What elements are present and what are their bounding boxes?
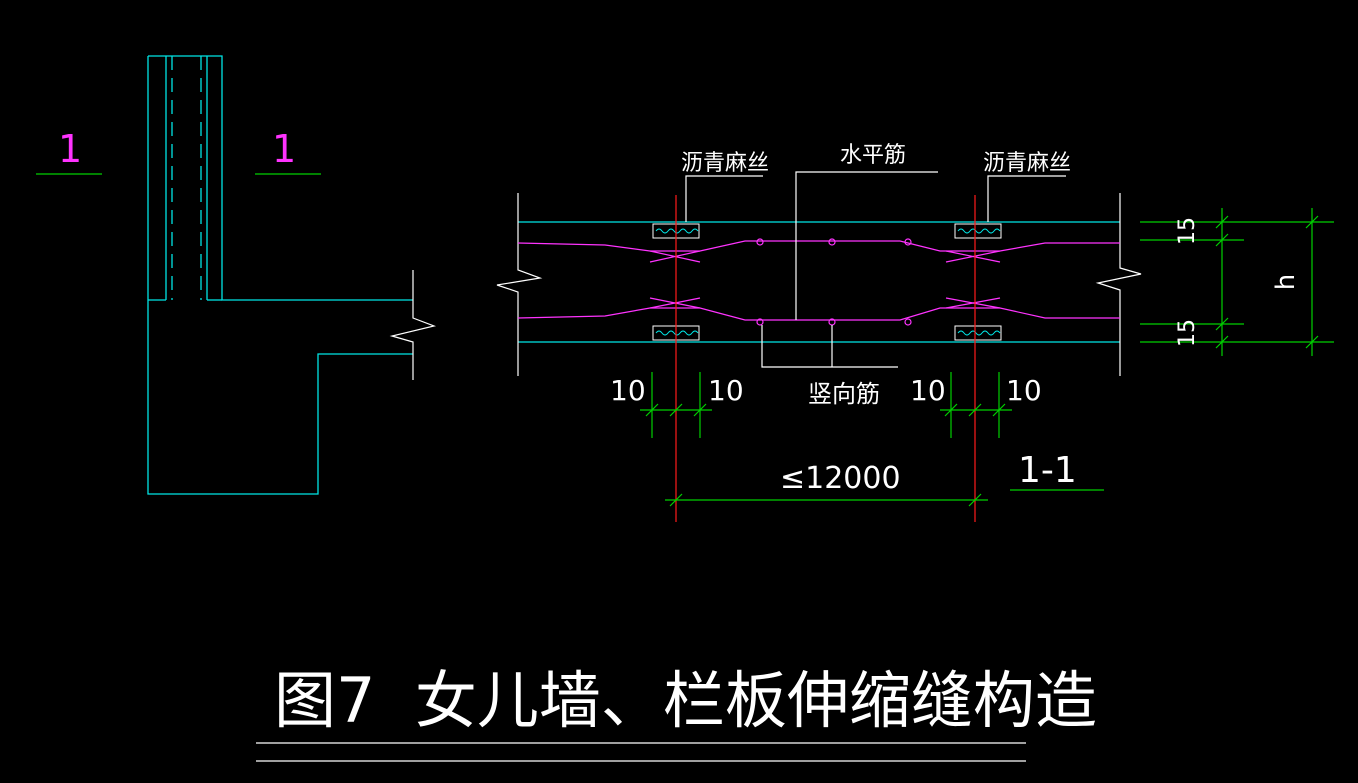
dim-height-h: h: [1271, 274, 1301, 290]
dimension-gap-right: [940, 372, 1012, 438]
label-horizontal-bar: 水平筋: [840, 143, 906, 168]
drawing-title: 图7 女儿墙、栏板伸缩缝构造: [274, 664, 1097, 737]
break-line-left: [389, 270, 437, 380]
vertical-rebar-dot: [904, 238, 912, 246]
label-vertical-bar: 竖向筋: [808, 380, 880, 408]
horizontal-rebar-lower-mid: [790, 307, 1120, 321]
horizontal-rebar-top-mid: [790, 240, 1120, 252]
asphalt-filler-bottom-right: [954, 325, 1002, 341]
section-1-1: [496, 171, 1142, 522]
parapet-outline: [148, 55, 413, 301]
vertical-rebar-dot: [756, 318, 764, 326]
vertical-rebar-dot: [756, 238, 764, 246]
section-label-1-1: 1-1: [1018, 450, 1077, 491]
rebar-cross-4: [649, 297, 701, 309]
break-line-section-right: [1095, 193, 1142, 376]
section-mark-right: 1: [255, 127, 321, 175]
dim-gap-left-a: 10: [610, 374, 646, 407]
vertical-rebar-dot: [828, 238, 836, 246]
label-asphalt-hemp-right: 沥青麻丝: [983, 151, 1071, 176]
dim-gap-right-b: 10: [1006, 374, 1042, 407]
leader-asphalt-right: [987, 175, 1066, 222]
horizontal-rebar-top-left: [517, 240, 790, 252]
horizontal-rebar-lower-left: [517, 307, 790, 321]
rebar-cross-8: [945, 297, 1001, 309]
section-mark-right-text: 1: [272, 127, 296, 171]
vertical-rebar-dot: [904, 318, 912, 326]
dim-cover-bottom: 15: [1175, 319, 1200, 347]
leader-vertical-bar: [761, 325, 898, 368]
dim-gap-left-b: 10: [708, 374, 744, 407]
section-mark-left-text: 1: [58, 127, 82, 171]
dim-gap-right-a: 10: [910, 374, 946, 407]
leader-horizontal-bar: [795, 171, 938, 320]
dimension-height: [1140, 208, 1334, 356]
break-line-section-left: [496, 193, 543, 376]
dimension-gap-left: [640, 372, 712, 438]
dimension-span: [665, 493, 988, 507]
leader-asphalt-left: [685, 175, 763, 222]
rebar-cross-2: [649, 250, 701, 263]
parapet-elevation: [147, 55, 437, 495]
rebar-cross-6: [945, 250, 1001, 263]
label-asphalt-hemp-left: 沥青麻丝: [681, 151, 769, 176]
slab-outline: [147, 56, 413, 495]
asphalt-filler-top-right: [954, 223, 1002, 239]
section-mark-left: 1: [36, 127, 102, 175]
dim-span: ≤12000: [780, 461, 901, 496]
dim-cover-top: 15: [1175, 217, 1200, 245]
